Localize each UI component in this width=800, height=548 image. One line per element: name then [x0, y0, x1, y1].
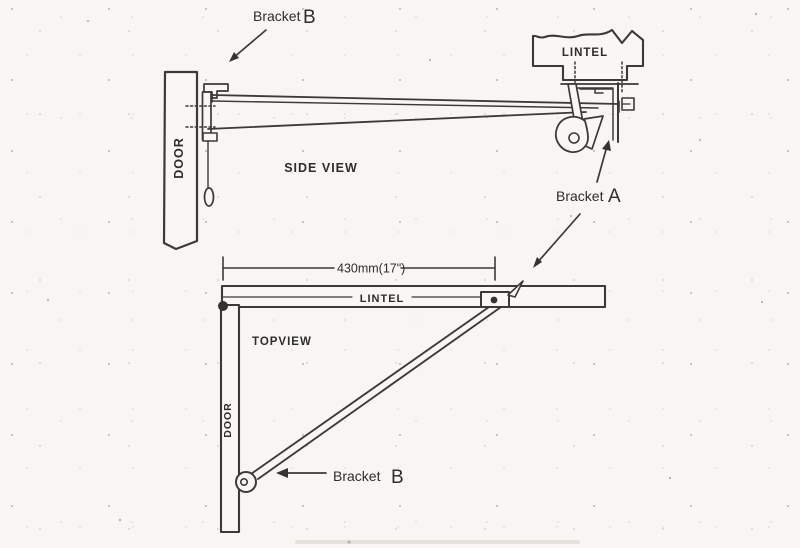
bracket-b-callout-side: Bracket B: [229, 7, 316, 62]
scan-artifacts: [46, 12, 764, 544]
side-view: DOOR LINTEL: [162, 7, 645, 268]
scan-speck: [428, 58, 432, 62]
bracket-b-word: Bracket: [253, 8, 301, 24]
bracket-b-pivot-hole: [240, 477, 249, 486]
top-view-title: TOPVIEW: [252, 336, 312, 348]
arm-bottom-line: [207, 111, 587, 130]
bracket-a-pin: [490, 296, 498, 304]
arrow-head-icon: [602, 140, 611, 151]
lintel-label-top: LINTEL: [360, 293, 405, 305]
cord-weight: [203, 187, 215, 207]
arrow-head-icon: [229, 52, 239, 62]
arrow-head-icon: [533, 257, 542, 268]
scan-speck: [569, 214, 573, 218]
door-hinge-pin: [218, 301, 228, 311]
diagonal-arm-line: [257, 306, 502, 480]
door-shape-side: [162, 70, 199, 251]
scan-speck: [46, 298, 50, 302]
lintel-shape-side: [531, 28, 645, 82]
arrow-head-icon: [276, 468, 288, 478]
bracket-b-foot: [202, 132, 218, 142]
arm-top-line: [211, 94, 620, 105]
lintel-label-side: LINTEL: [562, 47, 608, 59]
diagonal-arm-line: [250, 306, 490, 475]
scan-speck: [760, 300, 764, 304]
scan-smudge: [295, 540, 580, 544]
bracket-a-inner-top: [579, 88, 614, 94]
side-view-title: SIDE VIEW: [284, 161, 358, 175]
bracket-b-hook-plate: [203, 83, 229, 99]
bracket-b-letter: B: [303, 7, 316, 28]
scan-speck: [698, 138, 702, 142]
bracket-b-letter: B: [391, 467, 404, 488]
bracket-b-arrow-line: [232, 29, 267, 59]
arm-inner-line: [211, 100, 599, 109]
dimension-label: 430mm(17"): [337, 262, 405, 276]
bracket-b-word: Bracket: [333, 468, 381, 484]
bracket-a-callout: Bracket A: [533, 140, 621, 268]
door-label-top: DOOR: [222, 402, 234, 438]
scan-speck: [118, 518, 122, 522]
bracket-a-arrow-down-line: [536, 213, 581, 264]
bracket-b-callout-top: Bracket B: [276, 467, 404, 488]
bracket-a-letter: A: [608, 186, 621, 207]
dimension: 430mm(17"): [222, 256, 496, 281]
scan-speck: [754, 12, 758, 16]
bracket-a-word: Bracket: [556, 188, 604, 204]
scan-speck: [86, 19, 90, 23]
bracket-a-arrow-up-line: [596, 145, 608, 183]
door-label-side: DOOR: [172, 137, 186, 179]
bracket-a-pennant: [507, 280, 524, 298]
scan-speck: [668, 476, 672, 480]
top-view: 430mm(17") LINTEL DOOR TOPVIEW Bracket B: [218, 256, 607, 534]
scan-speck: [347, 540, 351, 544]
hook-hole: [568, 132, 580, 144]
door-shape-top: [219, 303, 241, 534]
bracket-a-assembly: [555, 82, 639, 153]
